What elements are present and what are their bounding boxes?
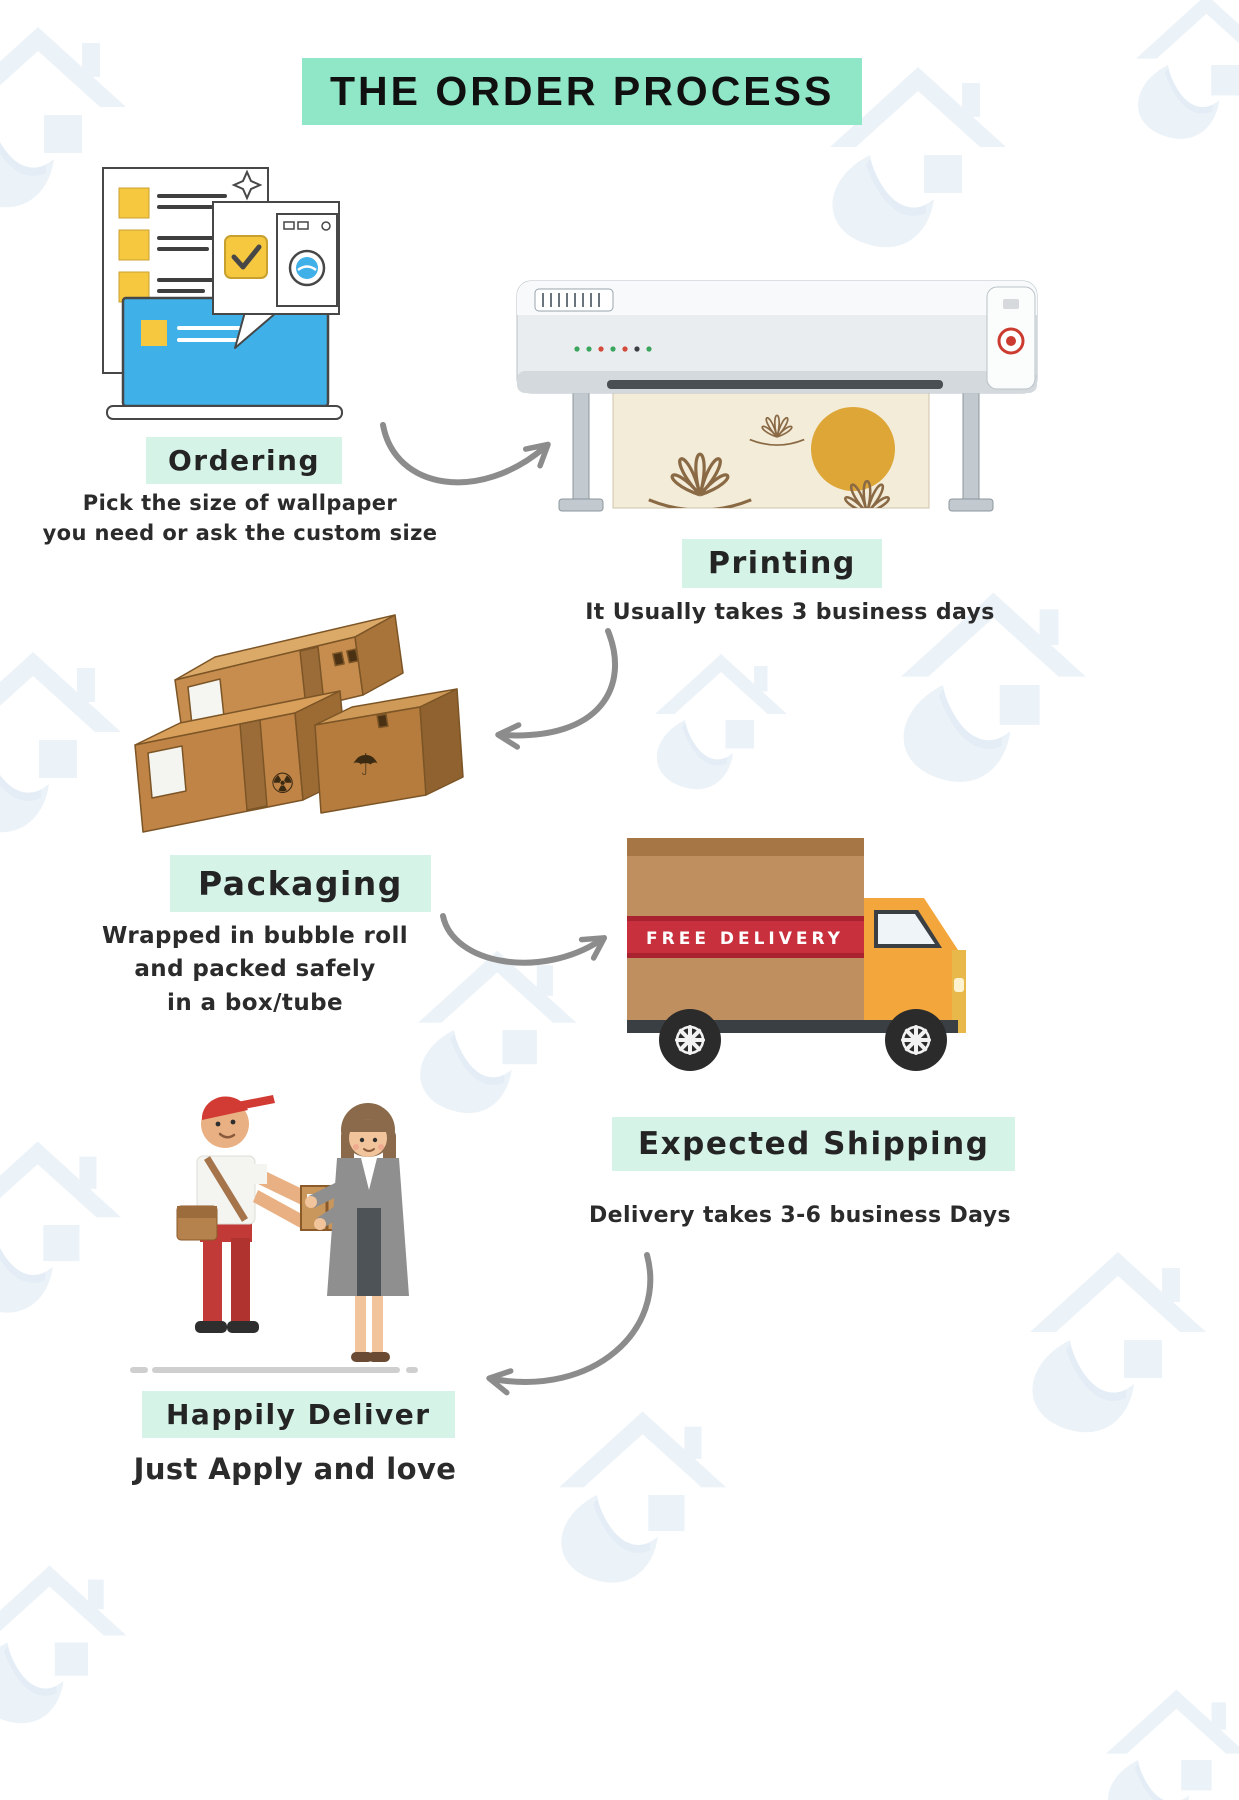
watermark-house-leaf-logo bbox=[0, 1555, 130, 1730]
ordering-illustration bbox=[102, 167, 343, 420]
laptop-base bbox=[106, 405, 343, 420]
watermark-house-leaf-logo bbox=[1090, 1680, 1239, 1800]
umbrella-icon: ☂ bbox=[352, 748, 379, 783]
step-description-packaging: Wrapped in bubble roll and packed safely… bbox=[101, 923, 409, 1016]
arrow-ordering-to-printing bbox=[380, 422, 551, 486]
step-label-expected-shipping: Expected Shipping bbox=[612, 1117, 1016, 1171]
watermark-house-leaf-logo bbox=[0, 640, 125, 840]
step-description-ordering: Pick the size of wallpaper you need or a… bbox=[42, 491, 438, 546]
delivery-illustration bbox=[130, 1095, 418, 1373]
watermark-house-leaf-logo bbox=[1010, 1240, 1210, 1440]
printer-vent bbox=[534, 288, 614, 312]
checkbox-icon bbox=[224, 235, 268, 279]
watermark-house-leaf-logo bbox=[1120, 0, 1239, 145]
printer-paper bbox=[612, 389, 930, 509]
free-delivery-text: FREE DELIVERY bbox=[646, 929, 844, 949]
page-title: THE ORDER PROCESS bbox=[302, 58, 863, 125]
rear-wheel bbox=[657, 1007, 723, 1073]
step-description-happily-deliver: Just Apply and love bbox=[133, 1452, 457, 1486]
packaging-illustration: ☢ ☂ bbox=[134, 614, 464, 833]
box-top bbox=[174, 614, 404, 739]
washing-machine-icon bbox=[276, 213, 338, 307]
customer-figure bbox=[305, 1103, 409, 1362]
step-label-packaging: Packaging bbox=[170, 855, 431, 912]
watermark-house-leaf-logo bbox=[540, 1400, 730, 1590]
front-wheel bbox=[883, 1007, 949, 1073]
paper-slot bbox=[607, 380, 943, 389]
box-left: ☢ bbox=[134, 690, 349, 833]
printing-illustration bbox=[516, 280, 1038, 512]
arrow-printing-to-packaging bbox=[495, 628, 619, 750]
cargo-box: FREE DELIVERY bbox=[627, 838, 864, 1020]
step-description-printing: It Usually takes 3 business days bbox=[585, 600, 995, 625]
courier-figure bbox=[176, 1095, 317, 1333]
step-description-expected-shipping: Delivery takes 3-6 business Days bbox=[588, 1203, 1011, 1228]
arrow-shipping-to-deliver bbox=[486, 1252, 654, 1396]
sun-graphic bbox=[811, 407, 895, 491]
step-label-happily-deliver: Happily Deliver bbox=[142, 1391, 455, 1438]
watermark-house-leaf-logo bbox=[0, 1130, 125, 1320]
sticky-note-icons bbox=[118, 187, 150, 303]
box-right: ☂ bbox=[314, 688, 464, 814]
arrow-packaging-to-shipping bbox=[440, 913, 608, 966]
sparkle-icon bbox=[231, 169, 263, 201]
shipping-illustration: FREE DELIVERY bbox=[627, 838, 966, 1073]
red-cap bbox=[202, 1096, 248, 1120]
printer-control-panel bbox=[986, 286, 1036, 390]
status-dots bbox=[574, 346, 652, 352]
radiation-icon: ☢ bbox=[270, 767, 295, 800]
free-delivery-banner bbox=[627, 916, 864, 958]
step-label-ordering: Ordering bbox=[146, 437, 343, 484]
watermark-house-leaf-logo bbox=[640, 645, 790, 795]
step-label-printing: Printing bbox=[682, 539, 882, 588]
headlight bbox=[954, 978, 964, 992]
